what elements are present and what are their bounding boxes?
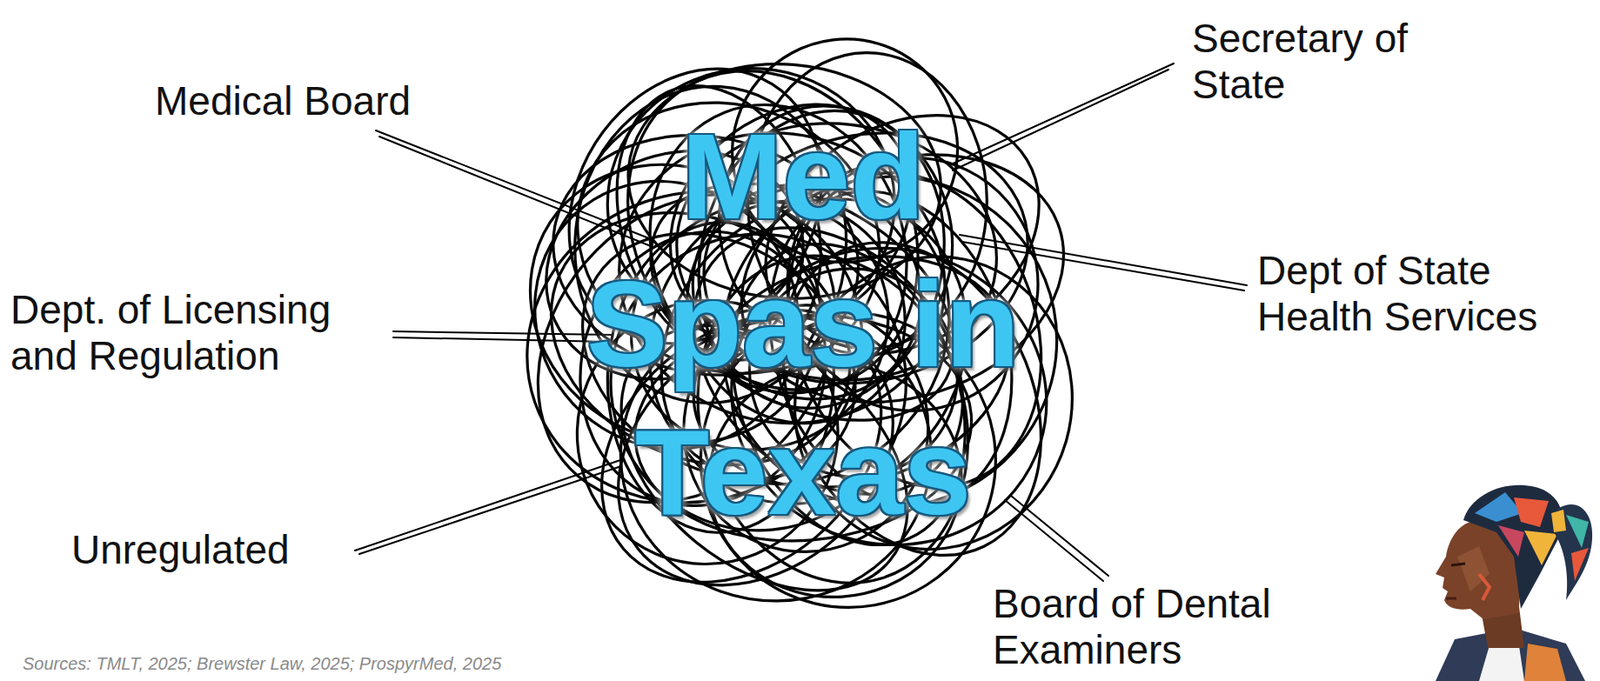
- agency-label: Unregulated: [71, 527, 290, 574]
- scribble-cluster: Med Spas in Texas: [484, 6, 1122, 643]
- face-paint: [1479, 574, 1490, 601]
- hair-strand: [1566, 515, 1589, 549]
- leader-line: [393, 337, 611, 342]
- hair-strand: [1571, 548, 1589, 582]
- hair-strand: [1524, 530, 1558, 566]
- leader-line: [949, 63, 1174, 166]
- agency-label: Secretary of State: [1191, 15, 1445, 108]
- hair-tie: [1551, 509, 1567, 533]
- leader-line: [1004, 500, 1104, 582]
- hair-strand: [1513, 497, 1549, 528]
- face: [1435, 522, 1525, 620]
- agency-label: Dept. of Licensing and Regulation: [10, 287, 359, 380]
- face-shade: [1457, 546, 1490, 592]
- agency-label: Medical Board: [154, 78, 411, 125]
- hair: [1463, 485, 1564, 610]
- eye: [1451, 563, 1466, 566]
- lips: [1446, 597, 1457, 601]
- sources-caption: Sources: TMLT, 2025; Brewster Law, 2025;…: [22, 654, 502, 675]
- agency-label: Board of Dental Examiners: [992, 581, 1306, 674]
- hair-strand: [1474, 492, 1523, 523]
- leader-line: [393, 331, 613, 335]
- leader-line: [952, 69, 1169, 171]
- agency-label: Dept of State Health Services: [1257, 247, 1588, 341]
- center-title: Med Spas in Texas: [572, 102, 1034, 547]
- collar: [1524, 643, 1567, 681]
- hair-strand: [1498, 525, 1525, 557]
